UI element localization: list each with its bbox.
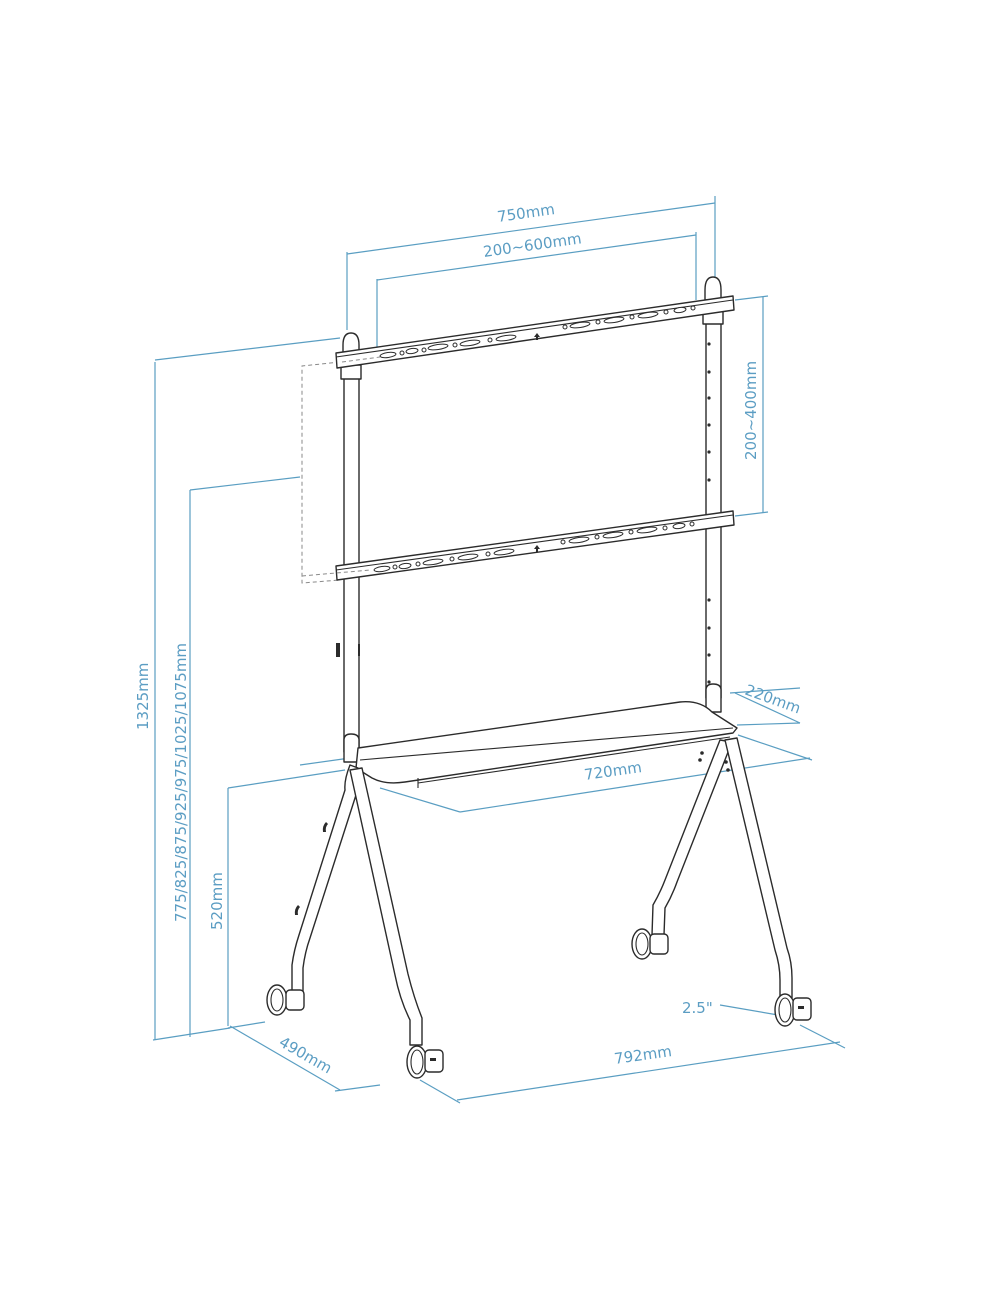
label-caster-size: 2.5"	[682, 999, 713, 1017]
caster-left-front	[406, 1045, 444, 1079]
tv-outline-dashed	[301, 361, 341, 584]
label-overall-height: 1325mm	[134, 663, 152, 730]
label-mount-height-options: 775/825/875/925/975/1025/1075mm	[172, 643, 190, 922]
dimension-lines	[152, 196, 846, 1104]
bar-slots	[373, 521, 695, 573]
bar-slots	[379, 305, 696, 359]
caster-right-back	[631, 928, 669, 960]
dimension-labels: 750mm 200~600mm 200~400mm 1325mm 775/825…	[134, 200, 803, 1077]
label-vesa-vertical: 200~400mm	[742, 361, 760, 460]
height-adjust-holes	[707, 342, 711, 684]
left-rear-leg	[349, 767, 423, 1046]
caster-right-front	[774, 993, 812, 1027]
left-front-leg	[291, 764, 360, 996]
label-shelf-height: 520mm	[208, 872, 226, 930]
right-front-leg	[651, 739, 733, 936]
label-overall-width: 750mm	[496, 200, 556, 226]
label-vesa-horizontal: 200~600mm	[482, 229, 583, 261]
bottom-mounting-bar	[301, 510, 735, 581]
label-shelf-depth: 220mm	[743, 681, 804, 718]
caster-left-back	[266, 984, 305, 1016]
top-mounting-bar	[335, 295, 735, 369]
label-base-depth: 490mm	[276, 1033, 335, 1078]
right-column	[702, 276, 724, 713]
shelf	[355, 701, 738, 788]
right-rear-leg	[724, 737, 793, 999]
stand-drawing	[266, 276, 812, 1079]
left-column	[336, 332, 362, 763]
label-shelf-width: 720mm	[583, 758, 643, 784]
label-base-width: 792mm	[613, 1042, 673, 1068]
